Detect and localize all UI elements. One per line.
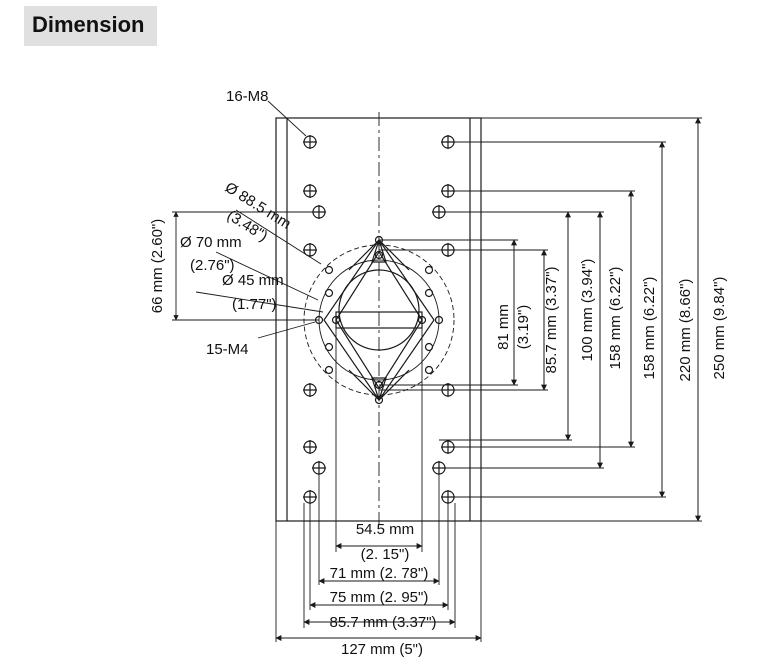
right-extension-lines [379,117,702,522]
label-158-mm-a: 158 mm (6.22") [607,267,624,370]
label-158-mm-b: 158 mm (6.22") [641,277,658,380]
label-81-mm-in: (3.19") [515,305,532,350]
bottom-extension-lines [275,328,482,642]
heading-background [24,6,157,46]
bracket-slot [335,311,423,329]
label-dia-70-in: (2.76") [190,257,235,274]
label-54-5-mm-in: (2. 15") [361,546,410,563]
circle-45 [338,269,420,351]
bracket-diagonals [348,239,410,401]
label-75-mm: 75 mm (2. 95") [330,589,429,606]
label-16-m8: 16-M8 [226,88,269,105]
label-dia-45: Ø 45 mm [222,272,284,289]
bottom-dimension-lines [275,543,482,641]
label-85-7-mm: 85.7 mm (3.37") [543,266,560,373]
label-81-mm: 81 mm [495,304,512,350]
label-100-mm: 100 mm (3.94") [579,259,596,362]
m4-holes [314,235,444,405]
mounting-plate-outline [275,117,482,522]
label-250-mm: 250 mm (9.84") [711,277,728,380]
bracket-triangles [371,238,387,402]
label-71-mm: 71 mm (2. 78") [330,565,429,582]
page-title: Dimension [32,12,145,37]
label-66-mm: 66 mm (2.60") [149,219,166,314]
leader-lines [195,100,324,339]
label-220-mm: 220 mm (8.66") [677,279,694,382]
right-dimension-lines [511,117,701,522]
label-127-mm: 127 mm (5") [341,641,423,658]
label-54-5-mm: 54.5 mm [356,521,414,538]
label-dia-45-in: (1.77") [232,296,277,313]
left-66-dimension [172,211,319,321]
label-15-m4: 15-M4 [206,341,249,358]
label-85-7-mm-width: 85.7 mm (3.37") [329,614,436,631]
label-dia-70: Ø 70 mm [180,234,242,251]
